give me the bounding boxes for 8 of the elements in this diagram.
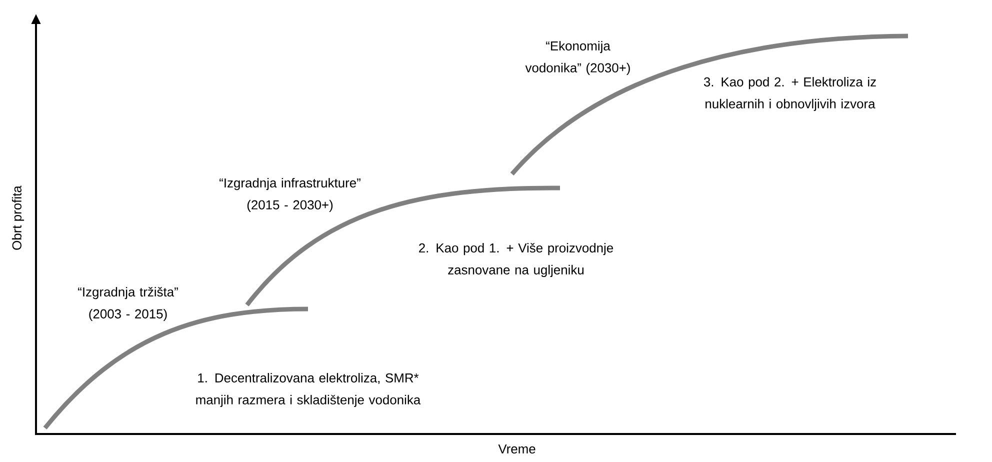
phase-description: 1. Decentralizovana elektroliza, SMR* manjih razmera i skladištenje vodonika bbox=[196, 373, 421, 407]
axis-label: Obrt profita bbox=[12, 186, 24, 250]
phase-label: “Izgradnja infrastrukture” (2015 - 2030+) bbox=[220, 178, 360, 212]
phase-label: “Ekonomija vodonika” (2030+) bbox=[525, 41, 630, 75]
phase-description: 3. Kao pod 2. + Elektroliza iz nuklearnih i obnovljivih izvora bbox=[704, 77, 876, 111]
phase-description: 2. Kao pod 1. + Više proizvodnje zasnovane na ugljeniku bbox=[419, 242, 614, 278]
phase-label: “Izgradnja tržišta” (2003 - 2015) bbox=[78, 286, 178, 322]
axis-label: Vreme bbox=[498, 444, 536, 454]
